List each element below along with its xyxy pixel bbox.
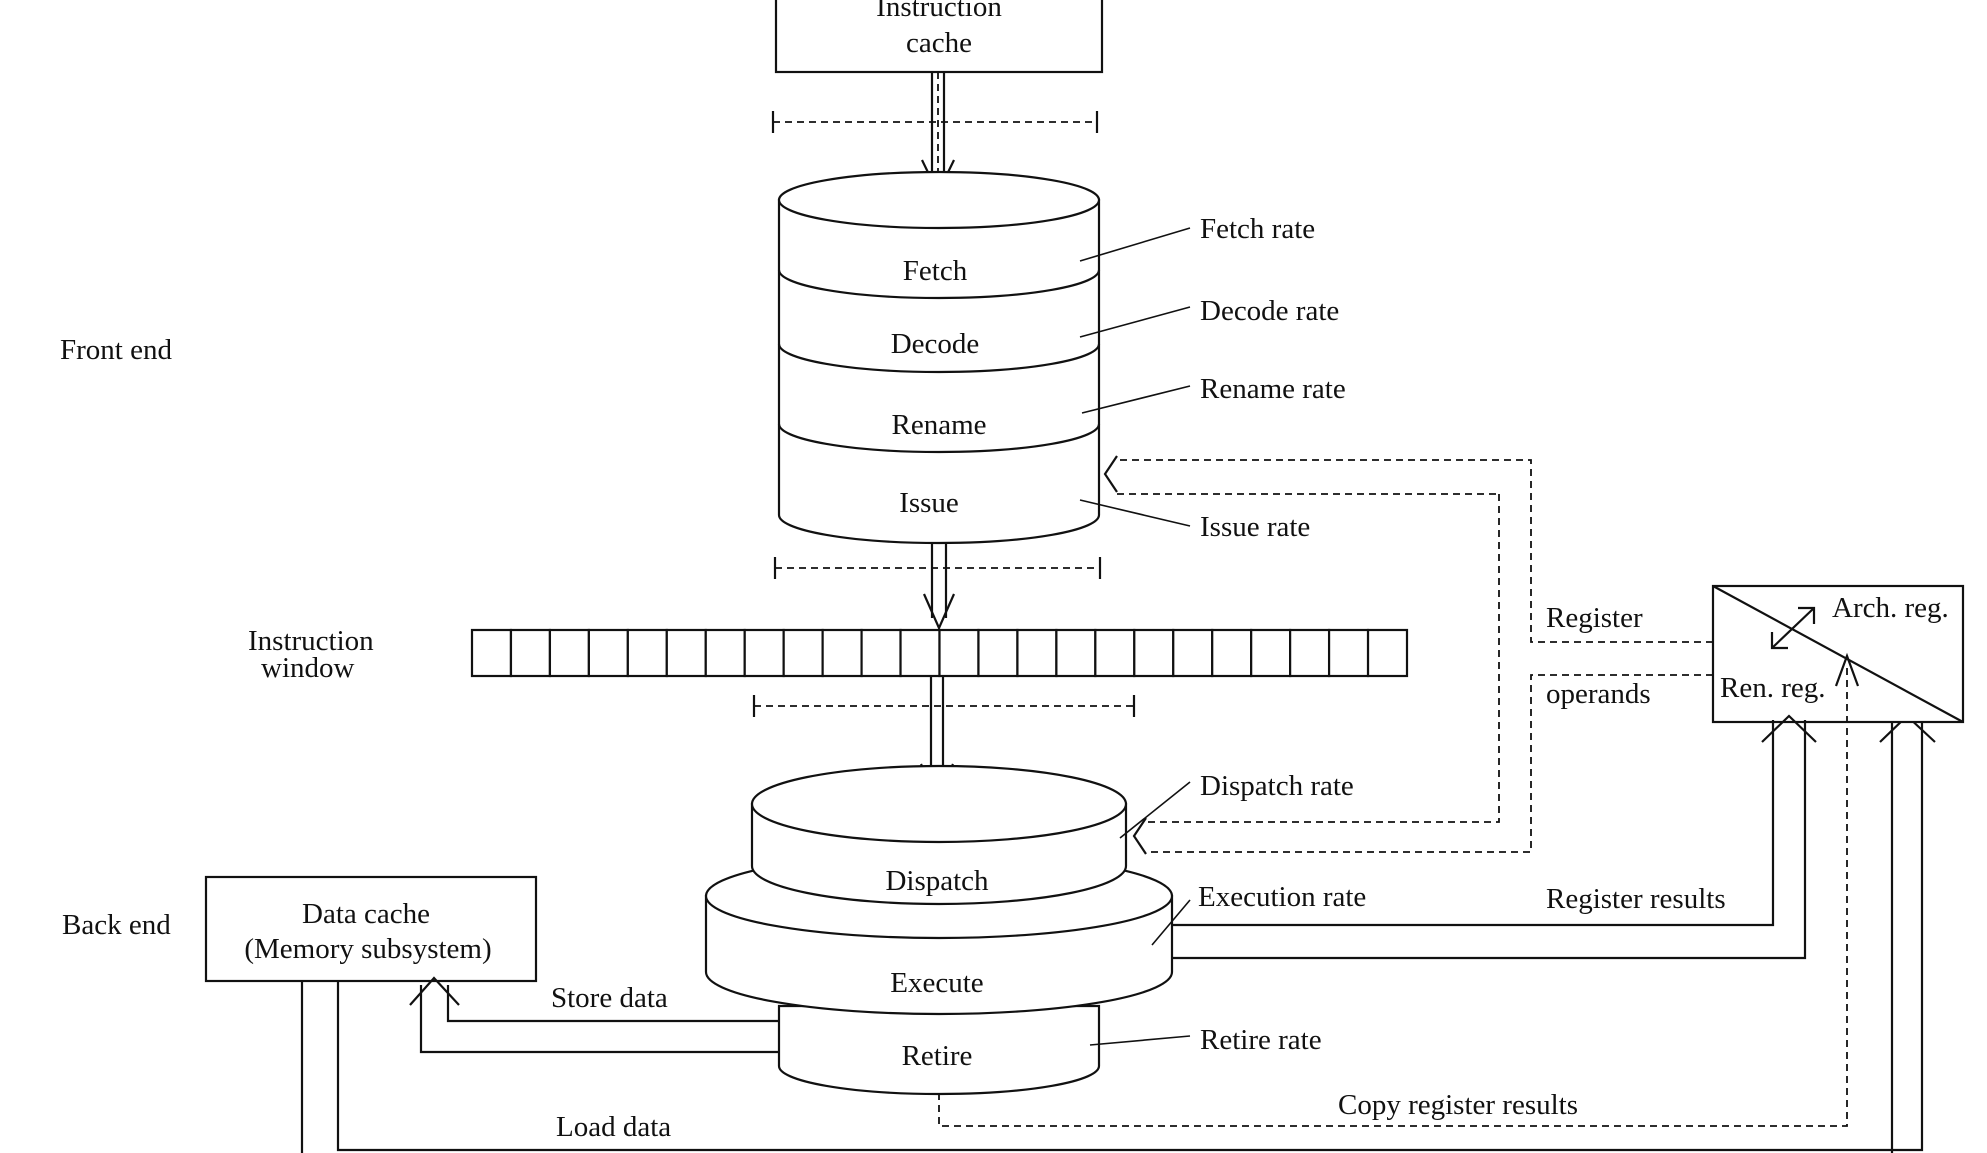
- instruction-window-slot: [1016, 628, 1058, 678]
- instruction-window-slot: [1289, 628, 1331, 678]
- instruction-window-slot: [743, 628, 785, 678]
- instruction-window-slot: [782, 628, 824, 678]
- copy-register-results-label: Copy register results: [1338, 1089, 1578, 1121]
- issue-stage: Issue: [899, 487, 959, 519]
- ren-reg-label: Ren. reg.: [1720, 672, 1826, 704]
- instruction-window-slot: [548, 628, 590, 678]
- data-cache: Data cache (Memory subsystem): [204, 875, 538, 983]
- instruction-window-slot: [470, 628, 513, 678]
- retire-rate-label: Retire rate: [1200, 1024, 1322, 1056]
- front-end-label: Front end: [60, 334, 172, 366]
- issue-arrow: [922, 543, 956, 631]
- load-data-path: [300, 714, 1936, 1153]
- instruction-window-slot: [821, 628, 863, 678]
- store-data-label: Store data: [551, 982, 668, 1014]
- register-results-path: [1172, 714, 1817, 960]
- instruction-window-slot: [860, 628, 902, 678]
- instruction-window-slot: [1327, 628, 1370, 678]
- execution-rate-label: Execution rate: [1198, 881, 1366, 913]
- fetch-rate-label: Fetch rate: [1200, 213, 1315, 245]
- arch-reg-label: Arch. reg.: [1832, 592, 1949, 624]
- instruction-window-slot: [1366, 628, 1409, 678]
- instruction-window-slot: [1055, 628, 1097, 678]
- instruction-cache-label-line2: cache: [906, 27, 972, 59]
- fetch-stage: Fetch: [903, 255, 968, 287]
- rename-stage: Rename: [891, 409, 986, 441]
- instruction-window-slot: [587, 628, 629, 678]
- execute-stage: Execute: [890, 967, 983, 999]
- instruction-window-slot: [977, 628, 1019, 678]
- copy-register-results-path: [938, 652, 1860, 1127]
- instruction-window-slot: [665, 628, 707, 678]
- instruction-window-slot: [938, 628, 980, 678]
- instruction-window-slot: [1172, 628, 1214, 678]
- instruction-window-slot: [704, 628, 746, 678]
- instruction-window-slot: [1094, 628, 1136, 678]
- instruction-window-slot: [626, 628, 668, 678]
- dispatch-cylinder: Dispatch: [750, 764, 1128, 906]
- dispatch-width-bracket: [752, 695, 1136, 717]
- register-file: Arch. reg. Ren. reg.: [1711, 584, 1965, 724]
- register-operands-path: [1103, 455, 1713, 855]
- instruction-window-slot: [509, 628, 552, 678]
- register-label: Register: [1546, 602, 1643, 634]
- decode-stage: Decode: [891, 328, 980, 360]
- instruction-window-label-line1: Instruction: [248, 625, 374, 657]
- instruction-window-label-line2: window: [261, 652, 355, 684]
- instruction-window: [470, 628, 1409, 678]
- fetch-width-bracket: [771, 111, 1099, 133]
- load-data-label: Load data: [556, 1111, 671, 1143]
- instruction-cache: Instruction cache: [774, 0, 1104, 74]
- back-end-label: Back end: [62, 909, 171, 941]
- instruction-window-slot: [1133, 628, 1175, 678]
- instruction-window-slot: [1250, 628, 1292, 678]
- data-cache-label-line1: Data cache: [302, 898, 430, 930]
- data-cache-label-line2: (Memory subsystem): [244, 933, 491, 965]
- instruction-cache-label-line1: Instruction: [876, 0, 1002, 23]
- instruction-window-slot: [899, 628, 941, 678]
- dispatch-stage: Dispatch: [885, 865, 989, 897]
- front-end-cylinder: Fetch Decode Rename Issue: [777, 170, 1101, 545]
- operands-label: operands: [1546, 678, 1651, 710]
- issue-width-bracket: [773, 557, 1102, 579]
- decode-rate-label: Decode rate: [1200, 295, 1339, 327]
- dispatch-rate-label: Dispatch rate: [1200, 770, 1354, 802]
- store-data-path: [409, 976, 779, 1054]
- rename-rate-label: Rename rate: [1200, 373, 1346, 405]
- retire-cylinder: Retire: [777, 1004, 1101, 1096]
- register-results-label: Register results: [1546, 883, 1726, 915]
- issue-rate-label: Issue rate: [1200, 511, 1310, 543]
- instruction-window-slot: [1211, 628, 1253, 678]
- retire-stage: Retire: [902, 1040, 973, 1072]
